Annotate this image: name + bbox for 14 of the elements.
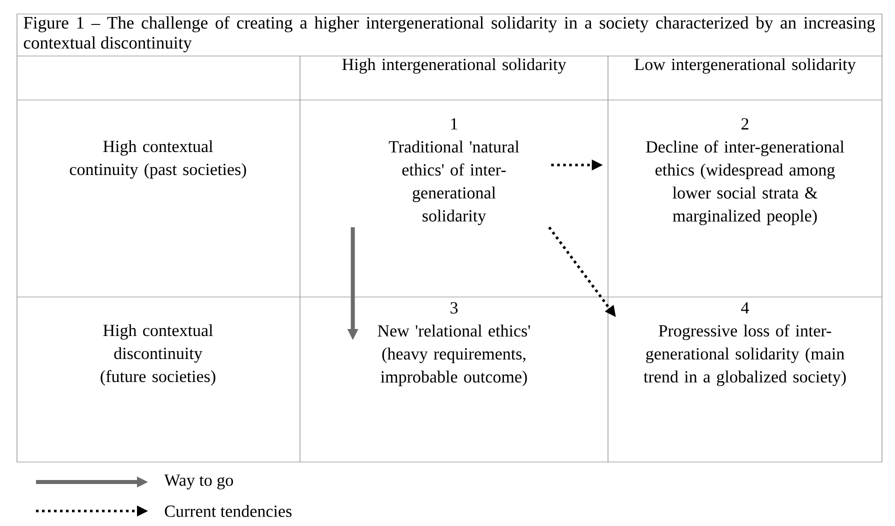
legend-text: Way to go <box>164 474 233 490</box>
column-header: High intergenerational solidarity <box>342 58 566 74</box>
cell-text: 3 New 'relational ethics' (heavy requirements, improbable outcome) <box>378 302 530 386</box>
arrow <box>551 160 603 170</box>
arrow <box>548 226 616 317</box>
figure-title: Figure 1 – The challenge of creating a higher intergenerational solidarity in a society characterized by an increasing contextual discontinuity <box>24 16 875 52</box>
cell-text: 1 Traditional 'natural ethics' of inter-generational solidarity <box>388 118 520 226</box>
arrow <box>347 227 358 340</box>
row-header: High contextual continuity (past societies) <box>70 140 246 179</box>
column-header: Low intergenerational solidarity <box>634 58 856 74</box>
cell-text: 2 Decline of inter-generational ethics (widespread among lower social strata & marginalized people) <box>646 118 844 226</box>
legend-text: Current tendencies <box>164 505 292 517</box>
cell-text: 4 Progressive loss of inter-generational solidarity (main trend in a globalized society) <box>644 302 846 386</box>
row-header: High contextual discontinuity (future societies) <box>100 324 216 386</box>
